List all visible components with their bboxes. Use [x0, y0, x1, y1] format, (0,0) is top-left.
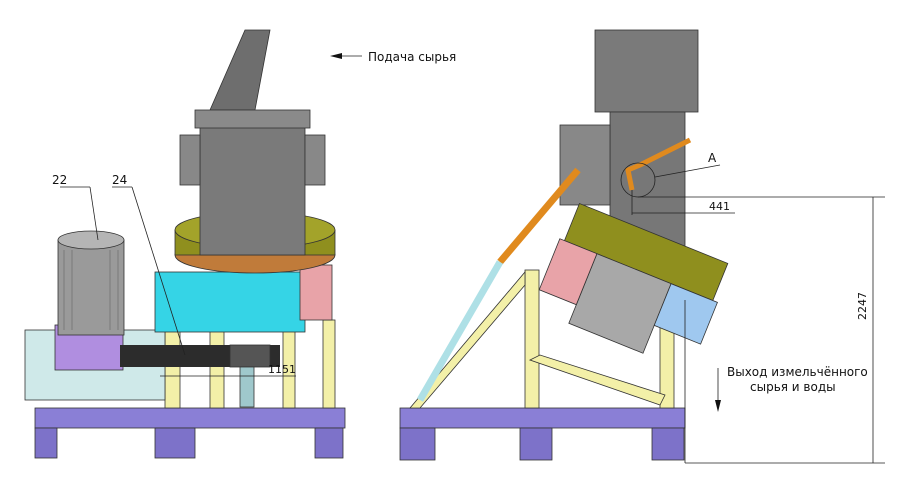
water-pipe: [625, 137, 692, 191]
side-drive: [299, 264, 333, 321]
output-label-line2: сырья и воды: [750, 380, 836, 394]
dimension-441: 441: [709, 200, 730, 213]
dimension-2247: 2247: [856, 292, 869, 320]
side-view: A 441 2247 Выход измельчённого сырья и в…: [399, 29, 885, 464]
drive-pink: [538, 238, 598, 306]
callout-24: 24: [112, 173, 127, 187]
feed-hopper-side: [594, 29, 699, 113]
shaft: [239, 366, 255, 408]
outlet-guard: [653, 283, 718, 345]
base-frame: [34, 407, 346, 429]
vibrator-right: [304, 134, 326, 186]
feet: [34, 427, 344, 459]
feed-arrow-icon: [330, 53, 342, 59]
front-view: 22 24 1151 Подача сырья: [24, 29, 456, 459]
callout-22: 22: [52, 173, 67, 187]
feed-label: Подача сырья: [368, 50, 456, 64]
motor-body: [57, 239, 125, 336]
output-arrow-icon: [715, 400, 721, 412]
dimension-1151: 1151: [268, 363, 296, 376]
feet-side: [399, 427, 685, 461]
base-frame-side: [399, 407, 686, 429]
feed-hopper: [209, 29, 271, 111]
rotor-housing: [154, 271, 306, 333]
hopper-flange: [194, 109, 311, 129]
screw-conveyor: [497, 167, 581, 265]
output-label-line1: Выход измельчённого: [727, 365, 868, 379]
pulley: [229, 344, 271, 368]
inclined-tube: [416, 260, 504, 402]
frame-legs: [164, 319, 336, 409]
vibrator-left: [179, 134, 201, 186]
dosing-box: [559, 124, 611, 206]
detail-a-label: A: [708, 151, 717, 165]
motor-cap: [57, 230, 125, 250]
feed-chute: [199, 124, 306, 256]
